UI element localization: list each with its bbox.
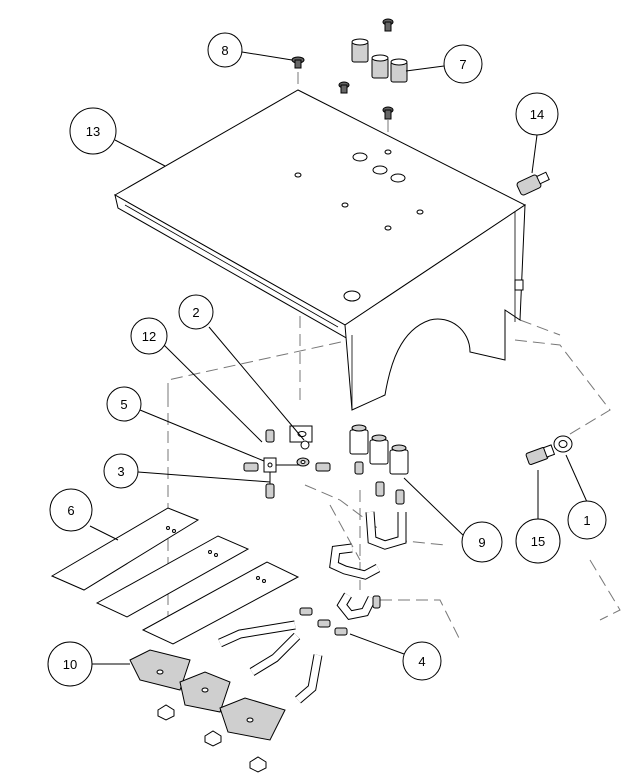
fittings-4 — [299, 595, 381, 636]
callout-label: 9 — [478, 535, 485, 550]
screw-8 — [291, 56, 305, 69]
enclosure-cover — [113, 89, 526, 411]
callout-9: 9 — [461, 521, 503, 563]
callout-10: 10 — [47, 641, 93, 687]
callout-label: 10 — [63, 657, 77, 672]
callout-label: 3 — [117, 464, 124, 479]
callout-label: 2 — [192, 305, 199, 320]
callout-4: 4 — [402, 641, 442, 681]
brackets-10 — [129, 649, 286, 741]
callout-label: 13 — [86, 124, 100, 139]
callout-label: 7 — [459, 57, 466, 72]
callout-6: 6 — [49, 488, 93, 532]
callout-label: 6 — [67, 503, 74, 518]
callout-12: 12 — [130, 317, 168, 355]
callout-label: 14 — [530, 107, 544, 122]
callout-8: 8 — [207, 32, 243, 68]
caps-7 — [351, 38, 408, 83]
valve-block-9 — [349, 424, 409, 505]
callout-1: 1 — [567, 500, 607, 540]
callout-label: 8 — [221, 43, 228, 58]
bracket-assembly — [243, 425, 331, 499]
nuts — [157, 704, 267, 773]
callout-label: 15 — [531, 534, 545, 549]
callout-label: 5 — [120, 397, 127, 412]
callout-13: 13 — [69, 107, 117, 155]
callout-5: 5 — [106, 386, 142, 422]
fitting-15 — [525, 444, 556, 465]
panels-6 — [50, 507, 300, 645]
callout-15: 15 — [515, 518, 561, 564]
washer-1 — [553, 435, 573, 453]
hose-assembly — [409, 438, 527, 483]
tubes — [218, 511, 407, 704]
leader-lines — [89, 51, 588, 665]
callout-label: 4 — [418, 654, 425, 669]
fitting-14 — [516, 171, 550, 196]
callout-7: 7 — [443, 44, 483, 84]
callout-label: 1 — [583, 513, 590, 528]
callout-2: 2 — [178, 294, 214, 330]
callout-14: 14 — [515, 92, 559, 136]
screw-small — [338, 18, 394, 120]
callout-3: 3 — [103, 453, 139, 489]
callout-label: 12 — [142, 329, 156, 344]
